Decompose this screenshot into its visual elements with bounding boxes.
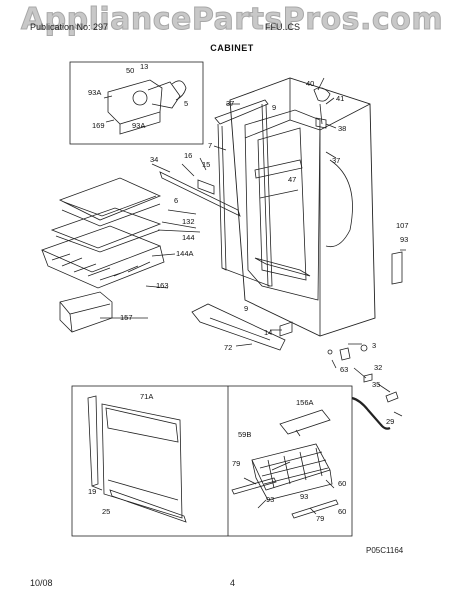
part-label-79: 79 — [232, 459, 240, 468]
part-label-32: 32 — [374, 363, 382, 372]
part-label-169: 169 — [92, 121, 105, 130]
part-label-63: 63 — [340, 365, 348, 374]
kickplate-72 — [191, 303, 286, 351]
wire-shelf-144 — [50, 207, 162, 249]
part-label-93a-2: 93A — [132, 121, 145, 130]
part-label-9: 9 — [272, 103, 276, 112]
part-label-59b: 59B — [238, 430, 251, 439]
part-label-29: 29 — [386, 417, 394, 426]
part-label-16: 16 — [184, 151, 192, 160]
part-label-41: 41 — [336, 94, 344, 103]
part-label-132: 132 — [182, 217, 195, 226]
publication-number: Publication No: 297 — [30, 22, 109, 32]
part-label-93-3: 93 — [300, 492, 308, 501]
part-label-13: 13 — [140, 62, 148, 71]
part-label-163: 163 — [156, 281, 169, 290]
diagram-code: P05C1164 — [366, 546, 404, 555]
part-label-71a: 71A — [140, 392, 153, 401]
part-label-35: 35 — [372, 380, 380, 389]
bracket-157 — [59, 291, 113, 333]
part-label-144: 144 — [182, 233, 195, 242]
part-label-107: 107 — [396, 221, 409, 230]
part-label-157: 157 — [120, 313, 133, 322]
part-label-93-2: 93 — [266, 495, 274, 504]
part-label-7: 7 — [208, 141, 212, 150]
part-label-19: 19 — [88, 487, 96, 496]
part-label-38: 38 — [338, 124, 346, 133]
part-label-9-2: 9 — [244, 304, 248, 313]
part-label-15: 15 — [202, 160, 210, 169]
part-label-5: 5 — [184, 99, 188, 108]
part-label-93: 93 — [400, 235, 408, 244]
section-title: CABINET — [210, 43, 254, 53]
part-label-79-2: 79 — [316, 514, 324, 523]
footer-date: 10/08 — [30, 578, 53, 588]
part-label-3: 3 — [372, 341, 376, 350]
part-label-60-2: 60 — [338, 507, 346, 516]
part-label-93a: 93A — [88, 88, 101, 97]
part-label-34: 34 — [150, 155, 158, 164]
wire-shelf-132 — [58, 177, 162, 221]
bottom-inset-box — [71, 385, 353, 537]
part-label-14: 14 — [264, 328, 272, 337]
page-number: 4 — [230, 578, 236, 588]
model-code: FFU..CS — [265, 22, 300, 32]
part-label-156a: 156A — [296, 398, 314, 407]
part-label-60: 60 — [338, 479, 346, 488]
part-label-144a: 144A — [176, 249, 194, 258]
cabinet-shell — [229, 77, 376, 337]
door-liner-71a — [101, 403, 183, 519]
part-label-37-2: 37 — [332, 156, 340, 165]
part-label-40: 40 — [306, 79, 314, 88]
part-label-37: 37 — [226, 99, 234, 108]
part-label-72: 72 — [224, 343, 232, 352]
part-label-25: 25 — [102, 507, 110, 516]
watermark-logo: AppliancePartsPros.com — [20, 2, 444, 38]
part-label-47: 47 — [288, 175, 296, 184]
part-label-50: 50 — [126, 66, 134, 75]
fan-inset-box — [69, 61, 204, 145]
part-label-6: 6 — [174, 196, 178, 205]
